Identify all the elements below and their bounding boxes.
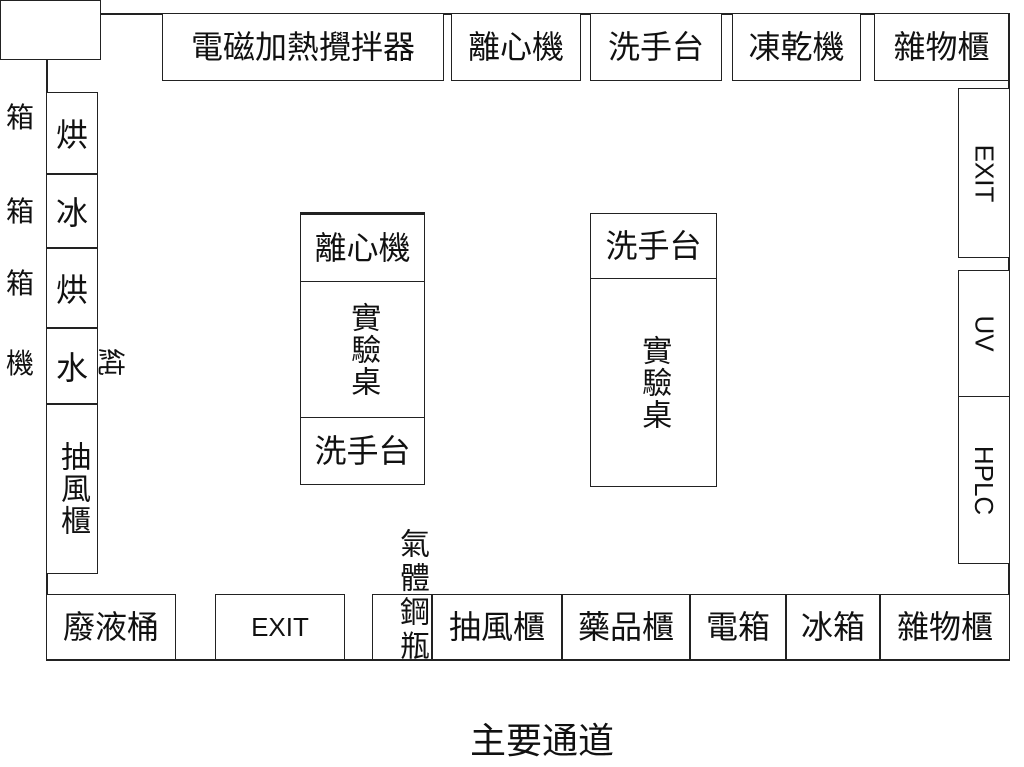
top-freeze-dryer-label: 凍乾機 <box>748 28 845 66</box>
bench-left-centrifuge-label: 離心機 <box>314 229 411 267</box>
top-magnetic-stirrer: 電磁加熱攪拌器 <box>162 13 444 81</box>
bottom-exit-label: EXIT <box>251 611 309 642</box>
left-fume-hood: 抽風櫃 <box>46 404 98 574</box>
left-oven-2-label: 烘 <box>55 271 88 309</box>
left-oven-2: 烘 <box>46 248 98 328</box>
main-corridor-label: 主要通道 <box>470 721 615 762</box>
bottom-waste-bucket-label: 廢液桶 <box>62 608 159 646</box>
bottom-fume-hood-label: 抽風櫃 <box>448 608 545 646</box>
bottom-electrical-box: 電箱 <box>690 594 786 660</box>
bottom-fridge-label: 冰箱 <box>800 608 865 646</box>
bench-left-lab-table: 實驗桌 <box>300 281 425 418</box>
bottom-fume-hood: 抽風櫃 <box>432 594 562 660</box>
top-storage-cabinet: 雜物櫃 <box>874 13 1009 81</box>
bench-right-lab-table-label: 實驗桌 <box>636 334 672 431</box>
right-uv: UV <box>958 270 1010 397</box>
left-water-label: 水 <box>55 349 88 387</box>
top-centrifuge: 離心機 <box>451 13 581 81</box>
bench-right-lab-table: 實驗桌 <box>590 278 717 487</box>
bottom-chemical-cabinet: 藥品櫃 <box>562 594 690 660</box>
bench-left-centrifuge: 離心機 <box>300 212 425 282</box>
top-freeze-dryer: 凍乾機 <box>732 13 861 81</box>
gas-cylinder-label: 氣體鋼瓶 <box>394 528 429 664</box>
label-box-3: 箱 <box>6 267 35 300</box>
wall-bottom <box>46 659 1010 661</box>
label-box-1: 箱 <box>6 101 35 134</box>
left-oven-label: 烘 <box>55 116 88 154</box>
bench-left-lab-table-label: 實驗桌 <box>345 301 381 398</box>
bottom-electrical-box-label: 電箱 <box>705 608 770 646</box>
label-pure: 純 <box>94 347 128 377</box>
bottom-storage-cabinet-label: 雜物櫃 <box>896 608 993 646</box>
top-storage-cabinet-label: 雜物櫃 <box>893 28 990 66</box>
bench-right-sink: 洗手台 <box>590 213 717 279</box>
left-water: 水 <box>46 328 98 404</box>
bench-left-sink-label: 洗手台 <box>314 432 411 470</box>
bench-right-sink-label: 洗手台 <box>605 227 702 265</box>
left-fume-hood-label: 抽風櫃 <box>55 441 90 537</box>
right-uv-label: UV <box>969 315 1000 352</box>
left-fridge-label: 冰 <box>55 194 88 232</box>
bottom-chemical-cabinet-label: 藥品櫃 <box>577 608 674 646</box>
bottom-fridge: 冰箱 <box>786 594 880 660</box>
right-hplc-label: HPLC <box>969 445 1000 515</box>
top-magnetic-stirrer-label: 電磁加熱攪拌器 <box>190 28 415 66</box>
top-sink: 洗手台 <box>590 13 722 81</box>
label-machine: 機 <box>6 347 35 380</box>
bench-left-sink: 洗手台 <box>300 417 425 485</box>
right-hplc: HPLC <box>958 396 1010 564</box>
left-oven: 烘 <box>46 92 98 174</box>
gas-cylinder-slot <box>372 594 432 660</box>
left-fridge: 冰 <box>46 174 98 248</box>
right-exit-label: EXIT <box>969 144 1000 202</box>
top-sink-label: 洗手台 <box>607 28 704 66</box>
bottom-storage-cabinet: 雜物櫃 <box>880 594 1010 660</box>
label-box-2: 箱 <box>6 195 35 228</box>
right-exit: EXIT <box>958 88 1010 258</box>
top-centrifuge-label: 離心機 <box>467 28 564 66</box>
bottom-waste-bucket: 廢液桶 <box>46 594 176 660</box>
bottom-exit: EXIT <box>215 594 345 660</box>
corner-box <box>0 0 101 60</box>
